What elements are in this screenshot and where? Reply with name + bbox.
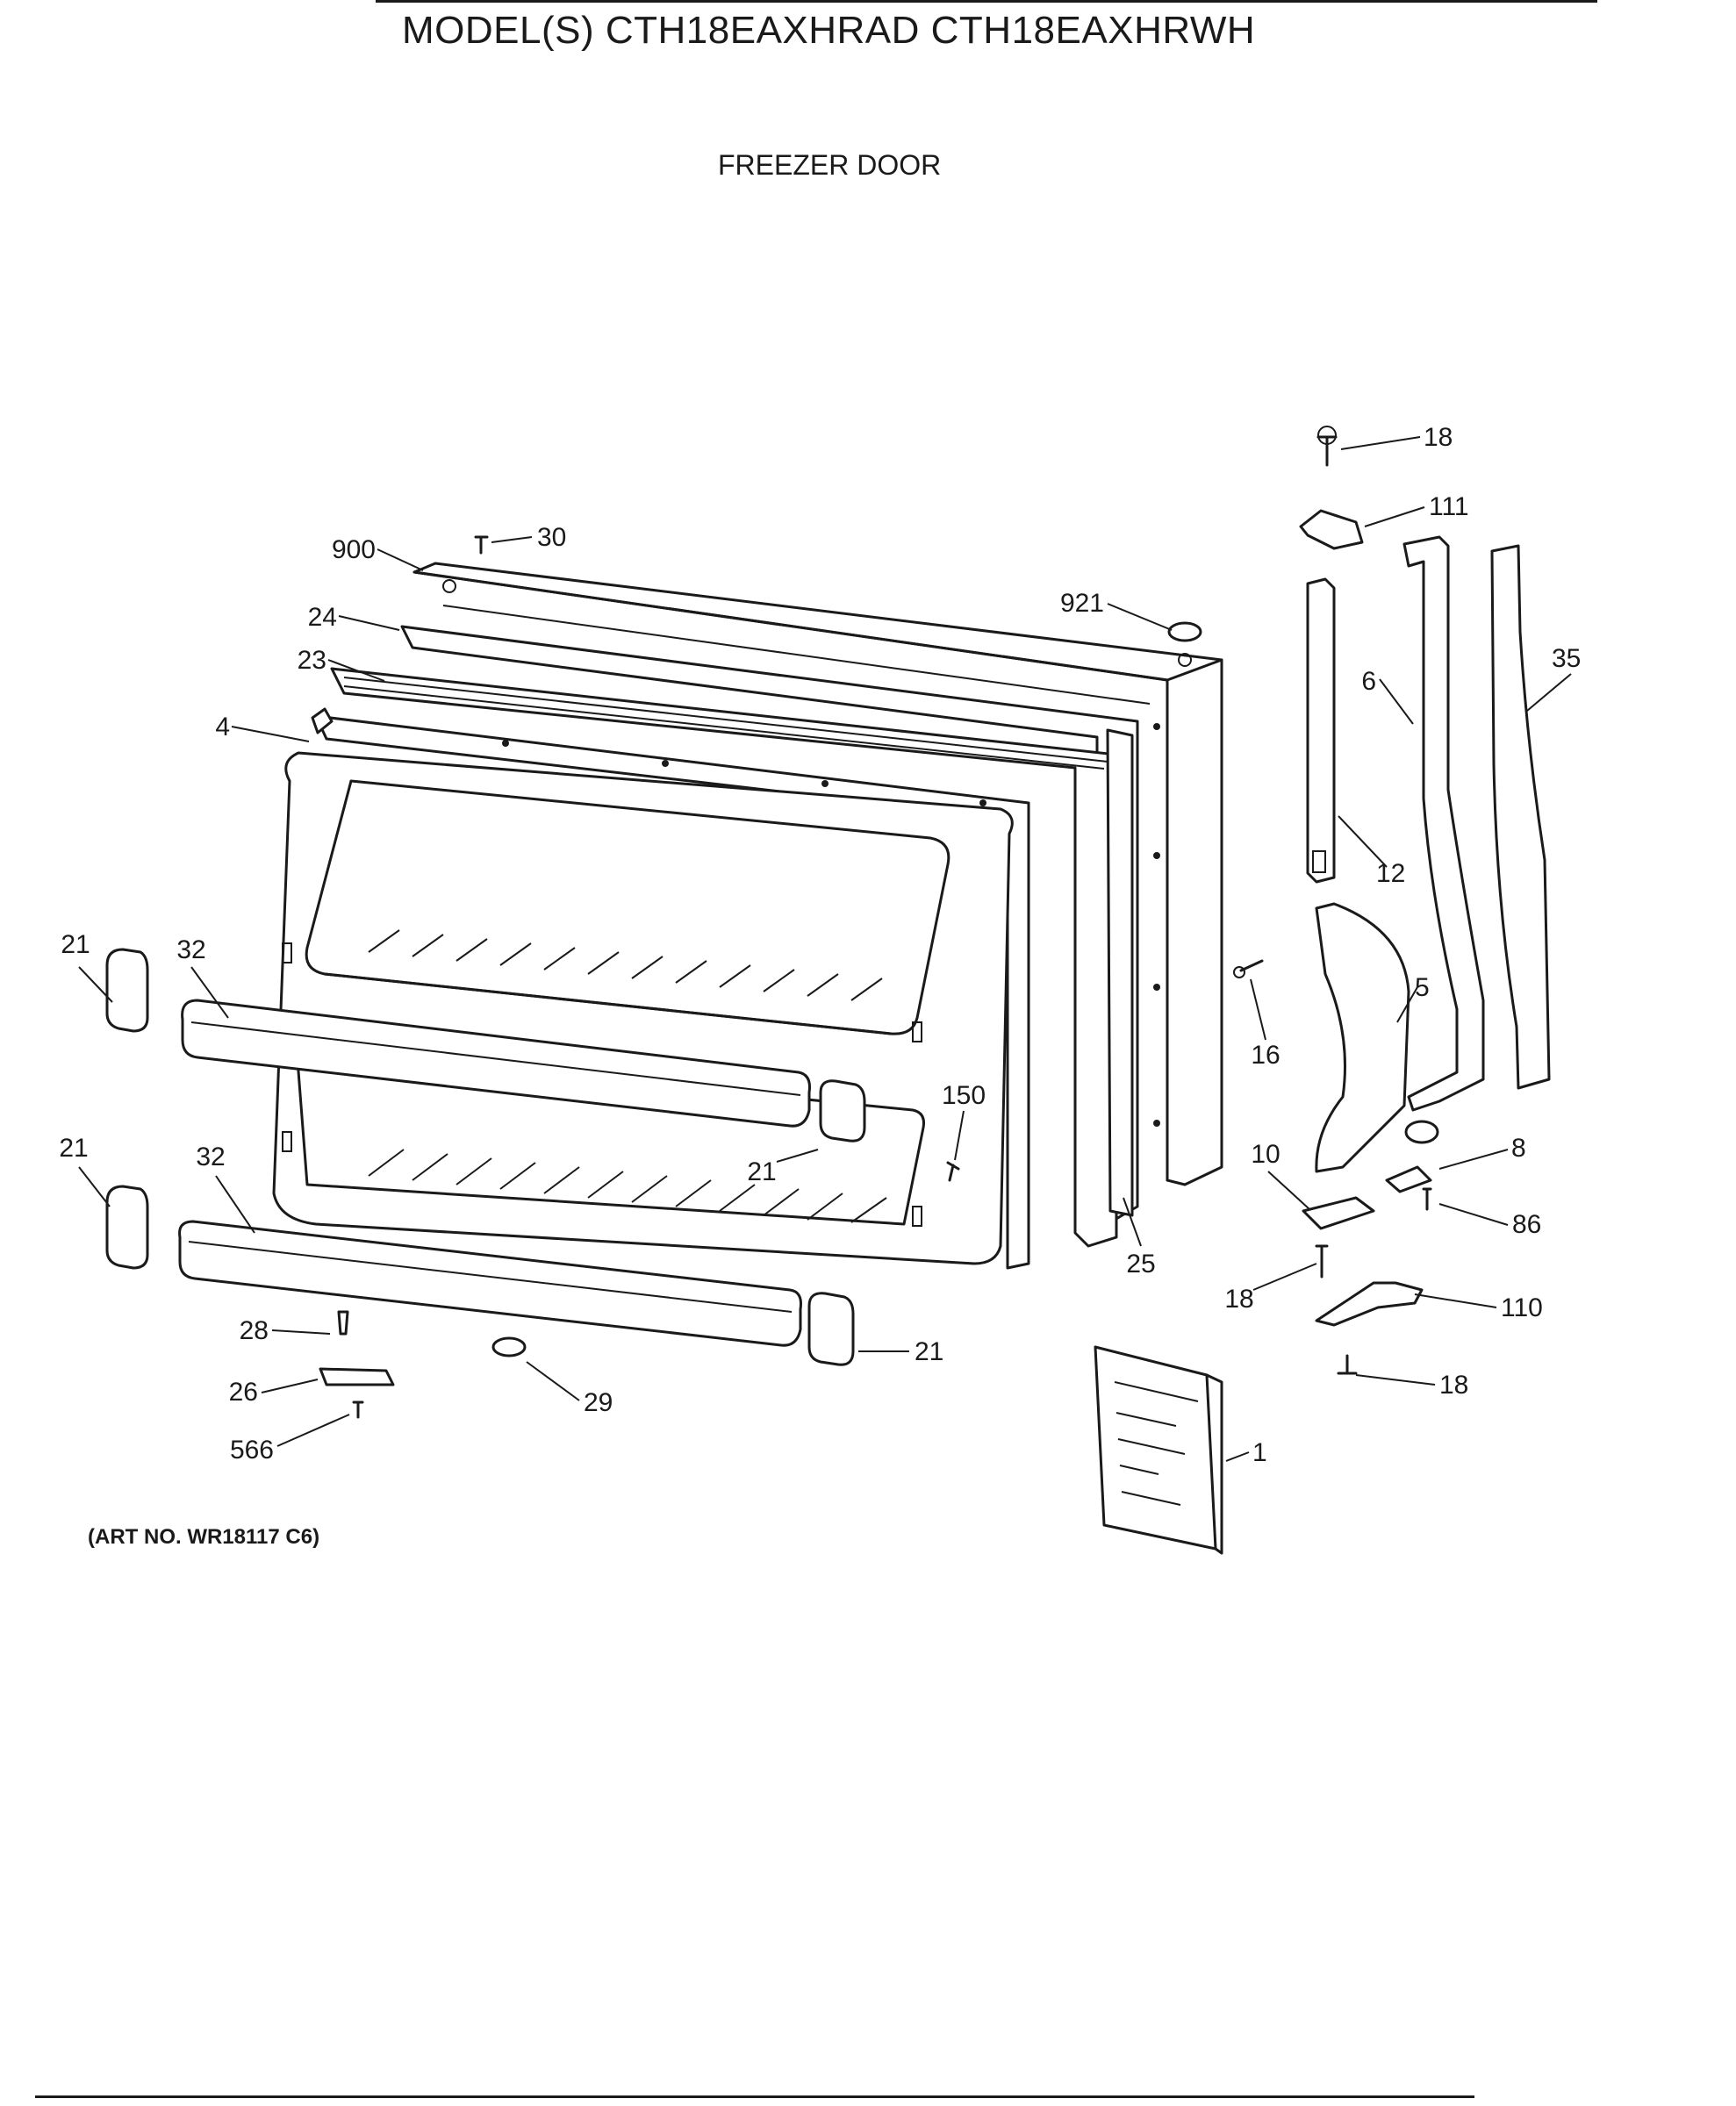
part-callout-label: 32 [176, 935, 205, 964]
callout-leader-line [338, 615, 400, 631]
callout-leader-line [954, 1110, 965, 1161]
door-gasket-layers [311, 625, 1139, 1270]
callout-leader-line [1438, 1149, 1509, 1170]
callout-leader-line [1340, 436, 1421, 450]
part-callout-label: 6 [1361, 667, 1376, 696]
callout-leader-line [1107, 603, 1173, 631]
section-title: FREEZER DOOR [718, 149, 942, 181]
part-callout-label: 26 [229, 1378, 258, 1407]
hinge-and-handle-parts [1094, 426, 1551, 1555]
callout-leader-line [776, 1149, 819, 1163]
part-callout-label: 30 [537, 523, 566, 552]
door-hardware [319, 535, 1264, 1419]
part-callout-label: 86 [1512, 1210, 1541, 1239]
callout-leader-line [78, 1166, 111, 1207]
shelf-bar-upper [181, 999, 811, 1128]
part-callout-label: 16 [1251, 1041, 1280, 1070]
part-callout-label: 21 [61, 930, 90, 959]
part-callout-label: 35 [1552, 644, 1581, 673]
callout-leader-line [78, 966, 113, 1003]
callout-leader-line [1225, 1451, 1250, 1462]
part-callout-label: 10 [1251, 1140, 1280, 1169]
callout-leader-line [1338, 815, 1388, 868]
part-callout-label: 5 [1415, 973, 1430, 1002]
callout-leader-line [491, 536, 533, 543]
part-callout-label: 32 [196, 1143, 225, 1171]
callout-leader-line [526, 1361, 580, 1401]
part-callout-label: 111 [1429, 492, 1469, 521]
part-callout-label: 29 [584, 1388, 613, 1417]
part-callouts: 18 111 30 900 921 24 23 4 6 35 12 21 32 5 16 150 21 10 8 21… [59, 423, 1581, 1467]
callout-leader-line [1250, 978, 1266, 1041]
part-callout-label: 24 [308, 603, 337, 632]
art-number: (ART NO. WR18117 C6) [88, 1525, 320, 1549]
part-callout-label: 8 [1511, 1134, 1526, 1163]
part-callout-label: 4 [215, 713, 230, 741]
callout-leader-line [327, 659, 385, 682]
part-callout-label: 21 [747, 1157, 776, 1186]
callout-leader-line [1414, 1293, 1497, 1308]
callout-leader-line [1355, 1374, 1436, 1386]
door-outer-panel [412, 562, 1223, 1186]
callout-leader-line [231, 726, 310, 742]
top-rule [376, 0, 1597, 3]
callout-leader-line [261, 1379, 319, 1393]
callout-leader-line [1123, 1197, 1142, 1247]
door-inner-liner [272, 751, 1014, 1265]
part-callout-label: 21 [915, 1337, 943, 1366]
part-callout-label: 566 [230, 1436, 274, 1465]
part-callout-label: 921 [1060, 589, 1104, 618]
part-callout-label: 12 [1376, 859, 1405, 888]
part-callout-label: 18 [1224, 1285, 1253, 1314]
callout-leader-line [1438, 1203, 1509, 1226]
callout-leader-line [276, 1414, 350, 1447]
part-callout-label: 150 [942, 1081, 986, 1110]
callout-leader-line [1526, 673, 1572, 712]
part-callout-label: 110 [1501, 1293, 1543, 1322]
callout-leader-line [1267, 1171, 1310, 1210]
part-callout-label: 18 [1424, 423, 1453, 452]
part-callout-label: 25 [1126, 1250, 1155, 1279]
callout-leader-line [271, 1329, 331, 1335]
shelf-end-cap [105, 948, 866, 1366]
bottom-rule [35, 2095, 1474, 2098]
part-callout-label: 21 [59, 1134, 88, 1163]
part-callout-label: 28 [240, 1316, 269, 1345]
callout-leader-line [190, 966, 229, 1019]
part-callout-label: 18 [1439, 1371, 1468, 1400]
model-title: MODEL(S) CTH18EAXHRAD CTH18EAXHRWH [402, 9, 1256, 52]
callout-leader-line [1364, 506, 1425, 527]
callout-leader-line [1379, 678, 1414, 725]
part-callout-label: 900 [332, 535, 376, 564]
part-callout-label: 23 [298, 646, 326, 675]
part-callout-label: 1 [1252, 1438, 1267, 1467]
shelf-bar-lower [178, 1220, 802, 1347]
callout-leader-line [1252, 1263, 1317, 1291]
callout-leader-line [215, 1175, 255, 1234]
callout-leader-line [1396, 986, 1418, 1023]
callout-leader-line [377, 548, 424, 571]
